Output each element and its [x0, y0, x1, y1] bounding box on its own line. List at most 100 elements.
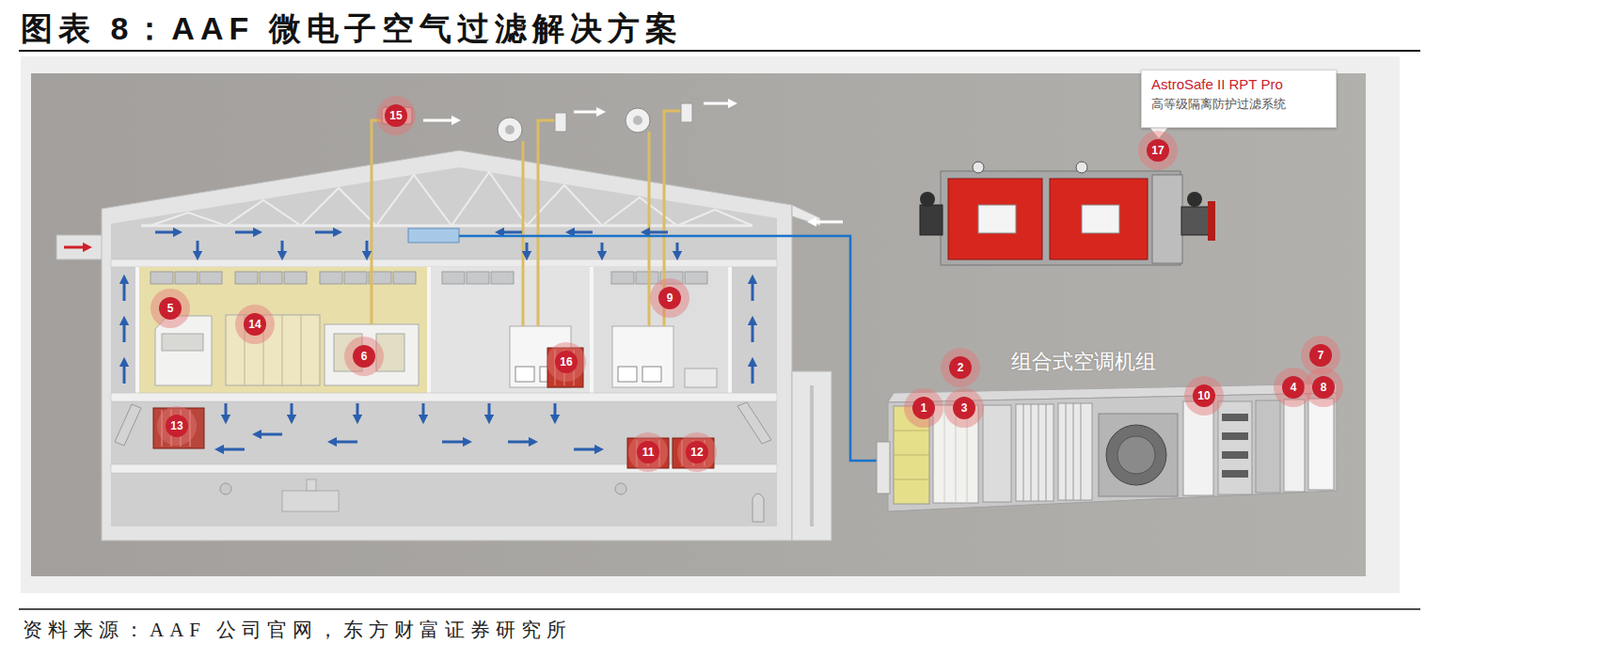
air-handling-unit-illustration	[1045, 404, 1047, 502]
basement-equipment	[752, 493, 764, 523]
basement-equipment	[220, 483, 232, 495]
product-name: AstroSafe II RPT Pro	[1151, 76, 1327, 93]
air-handling-unit-illustration	[933, 405, 979, 504]
callout-number: 4	[1282, 376, 1305, 399]
process-tools	[155, 316, 212, 386]
process-tools	[324, 324, 419, 386]
air-handling-unit-illustration	[1106, 425, 1167, 486]
fan-filter-units	[635, 271, 659, 285]
red-filter-units	[681, 440, 683, 467]
astrosafe-unit-illustration	[1076, 161, 1088, 174]
cleanroom-building	[56, 150, 843, 541]
air-handling-unit-illustration	[876, 383, 1337, 512]
basement-equipment	[282, 491, 339, 512]
product-description: 高等级隔离防护过滤系统	[1151, 95, 1327, 113]
airflow-arrows	[356, 403, 360, 421]
process-tools	[515, 366, 535, 382]
fan-filter-units	[235, 271, 258, 285]
cleanroom-zone	[591, 267, 730, 394]
air-handling-unit-illustration	[1218, 401, 1252, 495]
astrosafe-unit-illustration	[1187, 191, 1203, 207]
cleanroom-zone	[137, 267, 429, 394]
air-handling-unit-illustration	[955, 405, 957, 504]
airflow-arrows	[601, 242, 604, 257]
astrosafe-unit-illustration	[1049, 178, 1148, 260]
air-handling-unit-illustration	[1183, 401, 1214, 496]
astrosafe-unit-illustration	[972, 161, 984, 174]
roof-truss	[150, 172, 753, 226]
exhaust-equipment	[681, 103, 693, 123]
air-handling-unit-illustration	[887, 393, 1337, 512]
callout-number: 15	[384, 104, 408, 127]
service-shaft	[809, 385, 814, 527]
exhaust-equipment	[625, 108, 650, 133]
astrosafe-unit-illustration	[1081, 205, 1120, 234]
air-handling-unit-illustration	[1221, 432, 1249, 441]
air-handling-unit-illustration	[893, 406, 930, 505]
red-filter-units	[672, 438, 714, 469]
caption-rule	[18, 609, 1421, 611]
airflow-arrows	[218, 448, 245, 452]
air-handling-unit-illustration	[1023, 404, 1025, 502]
panel-background	[20, 56, 1400, 594]
airflow-arrows	[235, 231, 259, 235]
process-tools	[282, 315, 284, 386]
airflow-arrows	[123, 278, 127, 301]
red-filter-units	[161, 410, 163, 447]
cleanroom-wall	[427, 267, 431, 394]
callout-number: 12	[685, 441, 709, 464]
callout-number: 13	[165, 414, 189, 438]
callout-number: 14	[243, 313, 267, 336]
supply-duct	[459, 236, 881, 461]
airflow-arrows	[331, 441, 358, 444]
cleanroom-wall	[135, 267, 140, 394]
service-shaft	[792, 371, 832, 541]
air-handling-unit-illustration	[1283, 399, 1305, 492]
angled-filters	[114, 404, 142, 446]
air-handling-unit-illustration	[1221, 413, 1249, 422]
unit-title: 组合式空调机组	[1011, 348, 1340, 377]
intake-arrow	[810, 221, 843, 224]
exhaust-equipment	[554, 112, 567, 132]
fan-filter-units	[466, 271, 490, 285]
air-handling-unit-illustration	[893, 430, 930, 432]
airflow-arrows	[751, 278, 755, 301]
red-filter-units	[554, 349, 556, 386]
airflow-arrows	[123, 319, 127, 343]
process-tools	[684, 368, 717, 388]
astrosafe-unit-illustration	[919, 205, 943, 236]
air-handling-unit-illustration	[1255, 400, 1281, 493]
process-tools	[161, 333, 204, 351]
airflow-arrows	[123, 361, 127, 384]
callout-number: 5	[158, 297, 182, 320]
air-handling-unit-illustration	[982, 405, 1012, 503]
astrosafe-unit-illustration	[1207, 201, 1216, 241]
airflow-arrows	[255, 433, 283, 437]
air-handling-unit-illustration	[1117, 436, 1156, 475]
process-tools	[376, 333, 405, 372]
air-handling-unit-illustration	[1308, 398, 1334, 491]
exhaust-equipment	[505, 125, 515, 135]
airflow-arrows	[507, 441, 535, 444]
airflow-arrows	[751, 361, 755, 384]
angled-filters	[114, 402, 772, 446]
air-handling-unit-illustration	[1065, 403, 1067, 501]
fan-filter-units	[684, 271, 708, 285]
exhaust-equipment	[381, 103, 734, 143]
callout-number: 10	[1192, 384, 1216, 408]
intake-arrow	[63, 246, 89, 250]
process-tools	[225, 315, 320, 386]
callout-number: 11	[636, 441, 660, 464]
airflow-arrows	[124, 232, 753, 450]
fan-filter-units	[344, 271, 367, 285]
panel-background	[31, 73, 1366, 577]
fan-filter-units	[174, 271, 198, 285]
title-rule	[18, 49, 1421, 52]
exhaust-ducts	[371, 120, 384, 325]
airflow-arrows	[573, 448, 601, 452]
exhaust-ducts	[648, 131, 651, 327]
red-filter-units	[153, 348, 714, 469]
supply-duct	[408, 228, 460, 243]
cleanroom-building	[56, 235, 104, 260]
